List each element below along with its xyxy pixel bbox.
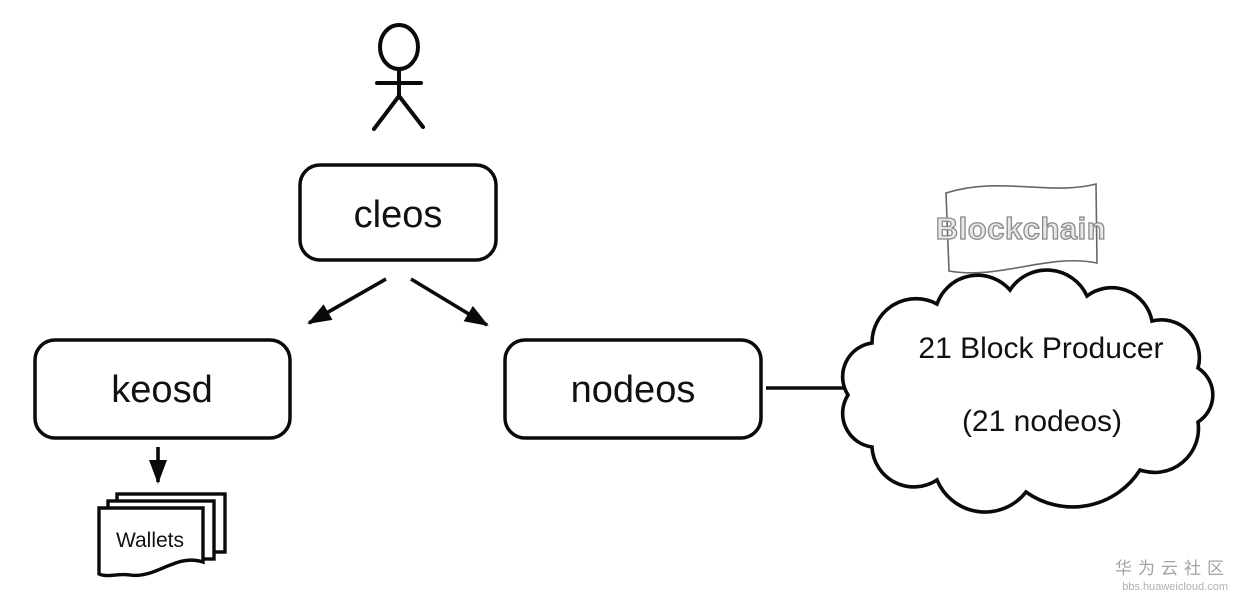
node-keosd: keosd [33,338,292,440]
node-cleos: cleos [298,163,498,262]
watermark-community: 华为云社区 [1115,559,1230,578]
arrow-cleos-to-nodeos [410,277,489,327]
cloud-text-line1: 21 Block Producer [918,332,1163,365]
wallets-label: Wallets [116,529,184,552]
block-producer-cloud: 21 Block Producer (21 nodeos) [840,268,1215,514]
flag-shape [945,182,1098,274]
watermark: 华为云社区 bbs.huaweicloud.com [1115,559,1230,593]
cloud-shape [840,268,1215,514]
wallet-page-front [97,506,205,578]
node-nodeos: nodeos [503,338,763,440]
flag-label: Blockchain [936,211,1106,246]
nodeos-label: nodeos [571,369,696,411]
watermark-url: bbs.huaweicloud.com [1122,581,1228,593]
keosd-label: keosd [111,369,212,411]
blockchain-flag: Blockchain [935,182,1106,274]
arrow-cleos-to-keosd [307,277,387,325]
cloud-text-line2: (21 nodeos) [962,405,1122,438]
wallets-icon: Wallets [97,492,227,578]
user-actor-icon [372,23,425,131]
cleos-label: cleos [354,194,443,236]
